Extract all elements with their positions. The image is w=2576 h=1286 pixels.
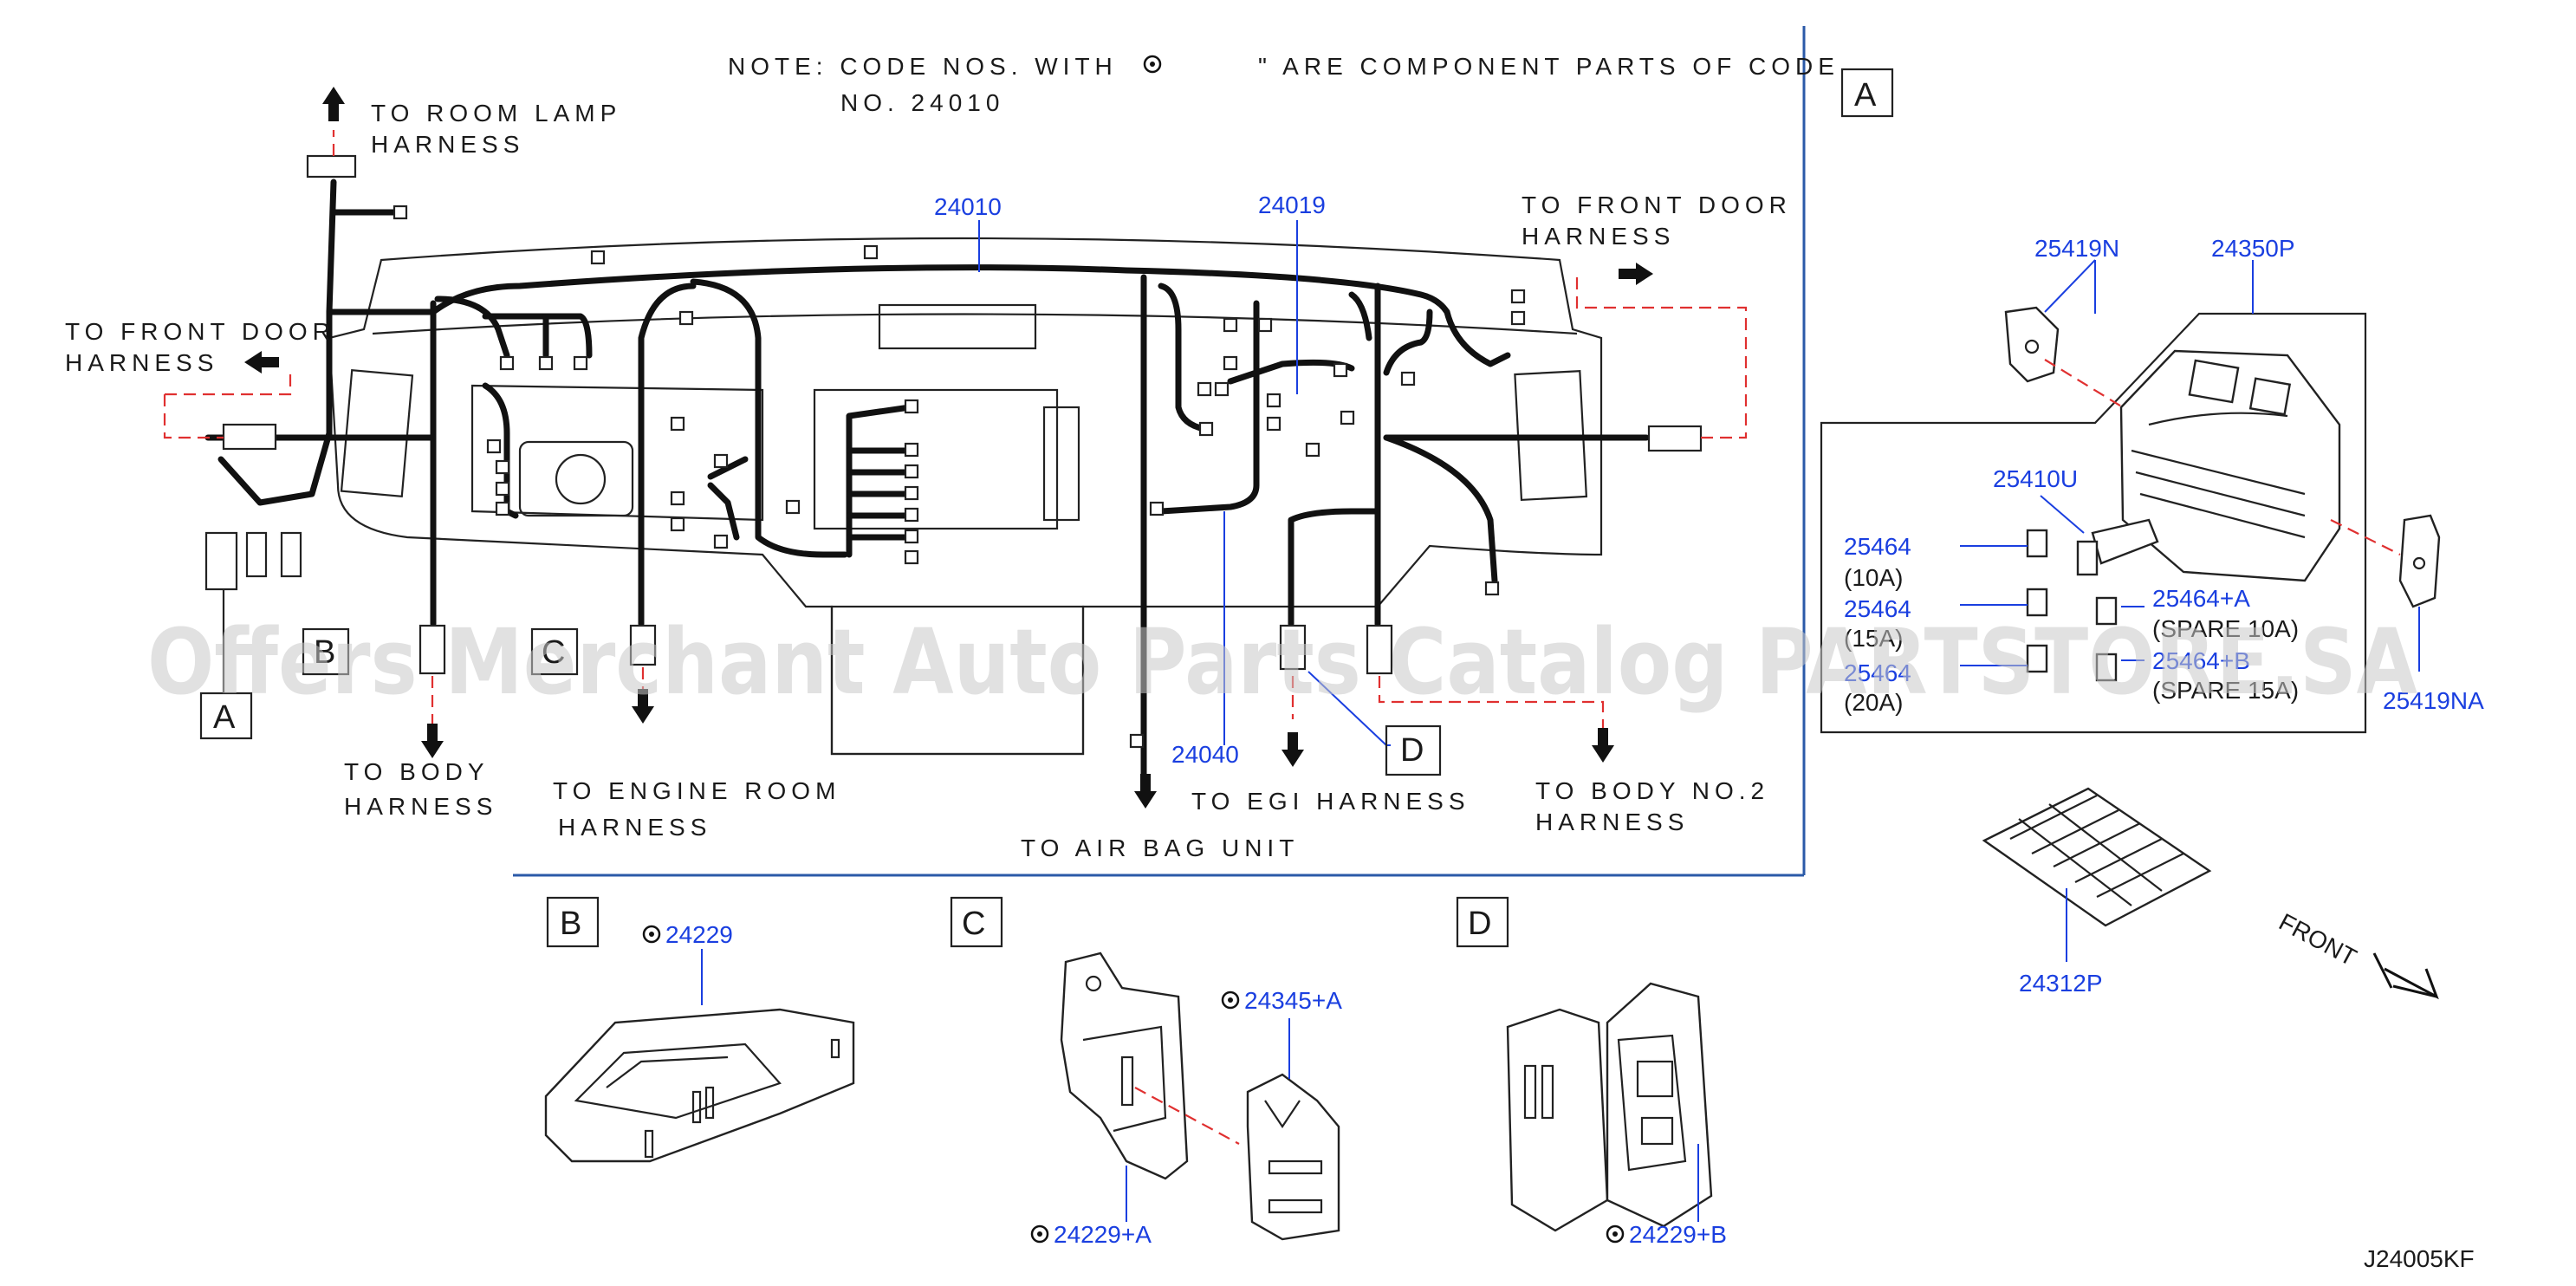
detail-panel-d: D 24229+B [1456,896,1727,1248]
callout-b-main: B [302,627,350,676]
svg-text:A: A [213,699,236,736]
harness-connectors [393,205,1526,749]
diagram-code: J24005KF [2364,1245,2475,1272]
fuse-10a: (10A) [1844,564,1903,591]
label-air-bag: TO AIR BAG UNIT [1021,835,1299,861]
fuse-spare-10a: (SPARE 10A) [2152,615,2299,642]
part-number-leaders [222,220,1391,746]
part-25464-a: 25464+A [2152,585,2250,612]
fuse-20a: (20A) [1844,689,1903,716]
label-engine-room-2: HARNESS [558,814,711,841]
asterisk-flower-icon [1030,1224,1049,1244]
asterisk-flower-icon [1606,1224,1625,1244]
svg-text:C: C [542,634,565,671]
arrow-down-icon [632,689,654,724]
part-24312P: 24312P [2019,970,2103,997]
svg-text:D: D [1400,732,1424,769]
label-body-1: TO BODY [344,758,490,785]
note-line-1: NOTE: CODE NOS. WITH [728,53,1118,80]
label-body-no2-1: TO BODY NO.2 [1535,777,1769,804]
callout-c-main: C [530,627,579,676]
fuse-15a: (15A) [1844,625,1903,652]
dashed-leaders [163,130,1748,802]
label-front-door-right-2: HARNESS [1522,223,1675,250]
callout-a-main: A [199,692,253,740]
svg-text:D: D [1468,906,1491,942]
callout-a-detail: A [1854,77,1877,114]
arrow-right-icon [1619,263,1653,285]
svg-text:B: B [560,906,581,942]
part-25464-b: 25464+B [2152,647,2250,674]
label-engine-room-1: TO ENGINE ROOM [553,777,840,804]
part-25464-20a: 25464 [1844,659,1911,686]
svg-text:C: C [962,906,985,942]
front-arrow-icon [2372,952,2439,1000]
part-25464-15a: 25464 [1844,595,1911,622]
asterisk-flower-icon [1221,990,1240,1010]
arrow-left-icon [244,351,279,373]
note-line-1b: " ARE COMPONENT PARTS OF CODE [1258,53,1840,80]
part-24229B: 24229+B [1629,1221,1727,1248]
part-25410U: 25410U [1993,465,2078,492]
arrow-down-icon [1134,774,1157,809]
fuse-label-card: 24312P [1982,787,2212,997]
detail-panel-a: A 2 [1820,68,2484,1000]
direction-arrows [244,87,1653,809]
arrow-down-icon [421,724,444,758]
part-24229: 24229 [665,921,733,948]
arrow-down-icon [1282,732,1304,767]
part-25419NA: 25419NA [2383,687,2484,714]
label-front-door-right-1: TO FRONT DOOR [1522,192,1792,218]
asterisk-flower-icon [642,925,661,944]
label-body-no2-2: HARNESS [1535,809,1689,835]
part-24010: 24010 [934,193,1002,220]
asterisk-flower-icon [1143,55,1162,74]
detail-panel-c: C 24345+A 24229+A [950,896,1342,1248]
part-25464-10a: 25464 [1844,533,1911,560]
note-line-2: NO. 24010 [840,89,1004,116]
fuse-spare-15a: (SPARE 15A) [2152,677,2299,704]
harness-main-connectors [204,154,1703,675]
part-24350P: 24350P [2211,235,2295,262]
callout-d-main: D [1385,724,1442,776]
arrow-up-icon [322,87,345,121]
detail-panel-b: B 24229 [544,896,855,1163]
part-24345A: 24345+A [1244,987,1342,1014]
label-room-lamp-1: TO ROOM LAMP [371,100,621,127]
label-front-door-left-2: HARNESS [65,349,218,376]
svg-text:B: B [314,634,335,671]
main-harness [204,179,1650,801]
harness-destination-labels: TO ROOM LAMP HARNESS TO FRONT DOOR HARNE… [65,100,1792,861]
label-room-lamp-2: HARNESS [371,131,524,158]
label-body-2: HARNESS [344,793,497,820]
label-front-door-left-1: TO FRONT DOOR [65,318,335,345]
part-25419N: 25419N [2034,235,2119,262]
label-egi: TO EGI HARNESS [1191,788,1470,815]
part-24229A: 24229+A [1054,1221,1152,1248]
front-label: FRONT [2274,908,2361,971]
arrow-down-icon [1592,728,1614,763]
watermark: Offers Merchant Auto Parts Catalog PARTS… [147,609,2417,715]
part-24040: 24040 [1171,741,1239,768]
part-24019: 24019 [1258,192,1326,218]
